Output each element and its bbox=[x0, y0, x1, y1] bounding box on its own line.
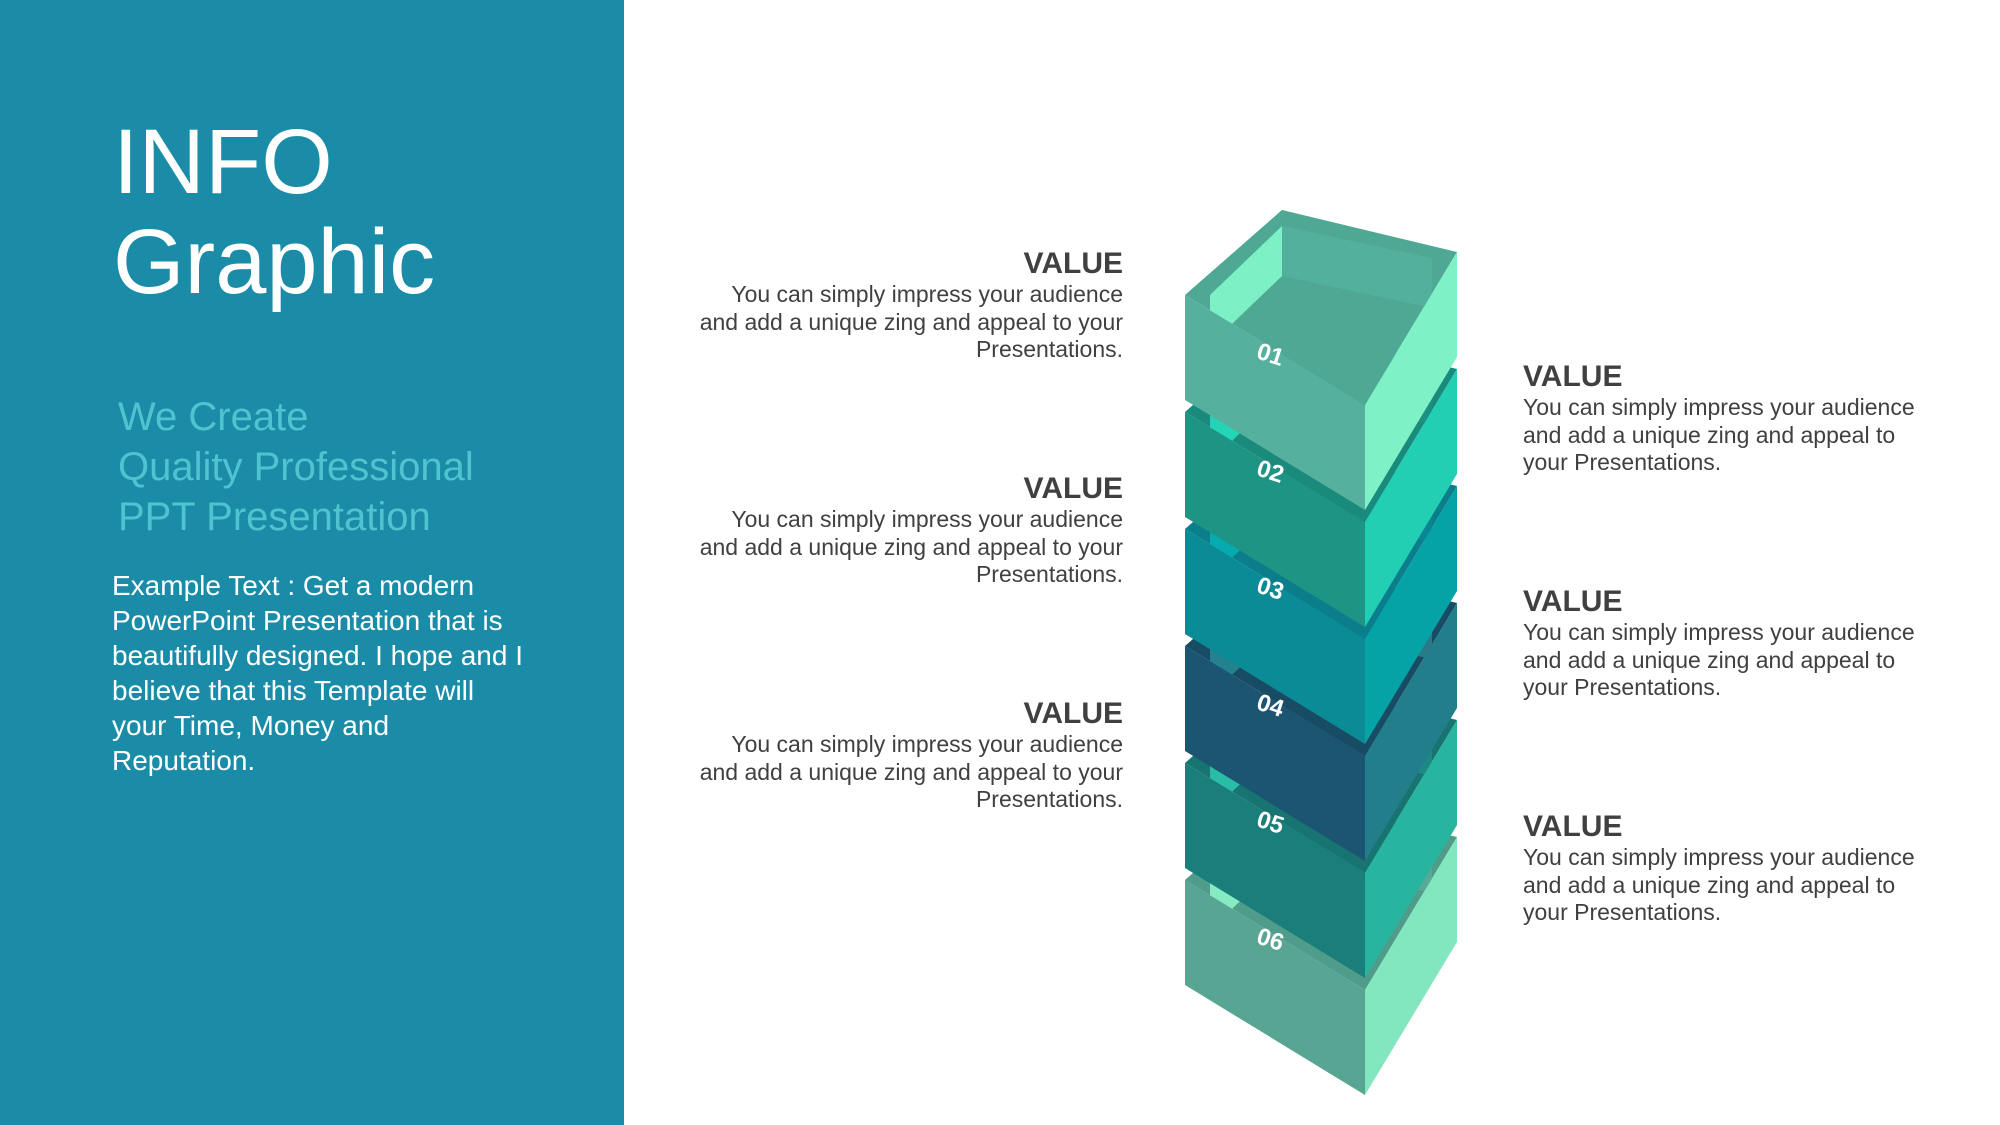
callout-title: VALUE bbox=[1023, 472, 1123, 505]
callout-title: VALUE bbox=[1523, 810, 1623, 843]
callout-title: VALUE bbox=[1523, 360, 1623, 393]
callout-line: You can simply impress your audience bbox=[1523, 394, 1915, 420]
callout-right-2: VALUE You can simply impress your audien… bbox=[1523, 585, 1953, 702]
callout-line: your Presentations. bbox=[1523, 449, 1722, 475]
callout-left-2: VALUE You can simply impress your audien… bbox=[693, 472, 1123, 589]
callout-right-1: VALUE You can simply impress your audien… bbox=[1523, 360, 1953, 477]
callout-line: and add a unique zing and appeal to your bbox=[699, 533, 1123, 560]
tier-side-face bbox=[1365, 603, 1457, 861]
tier-front-face bbox=[1185, 763, 1365, 978]
callout-line: You can simply impress your audience bbox=[731, 506, 1123, 532]
callout-title: VALUE bbox=[1523, 585, 1623, 618]
callout-line: Presentations. bbox=[975, 336, 1123, 362]
tier-inner-back-wall bbox=[1282, 226, 1432, 308]
callout-line: You can simply impress your audience bbox=[1523, 844, 1915, 870]
tier-front-face bbox=[1185, 529, 1365, 744]
subtitle: We Create Quality Professional PPT Prese… bbox=[118, 392, 474, 542]
subtitle-line-2: Quality Professional bbox=[118, 445, 474, 489]
callout-line: You can simply impress your audience bbox=[731, 281, 1123, 307]
main-title: INFO Graphic bbox=[113, 112, 435, 312]
callout-line: and add a unique zing and appeal to bbox=[1523, 871, 1896, 898]
tier-side-face bbox=[1365, 369, 1457, 627]
tier-side-face bbox=[1365, 837, 1457, 1095]
tier-front-face bbox=[1185, 295, 1365, 510]
callout-line: Presentations. bbox=[975, 561, 1123, 587]
callout-title: VALUE bbox=[1023, 697, 1123, 730]
callout-line: You can simply impress your audience bbox=[731, 731, 1123, 757]
callout-line: You can simply impress your audience bbox=[1523, 619, 1915, 645]
tier-front-face bbox=[1185, 880, 1365, 1095]
callout-line: Presentations. bbox=[975, 786, 1123, 812]
callout-left-1: VALUE You can simply impress your audien… bbox=[693, 247, 1123, 364]
callout-line: and add a unique zing and appeal to bbox=[1523, 421, 1896, 448]
tier-inner-left-wall bbox=[1210, 226, 1282, 345]
callout-line: your Presentations. bbox=[1523, 899, 1722, 925]
callout-line: and add a unique zing and appeal to bbox=[1523, 646, 1896, 673]
callout-left-3: VALUE You can simply impress your audien… bbox=[693, 697, 1123, 814]
left-panel: INFO Graphic We Create Quality Professio… bbox=[0, 0, 624, 1125]
callout-line: your Presentations. bbox=[1523, 674, 1722, 700]
body-text: Example Text : Get a modern PowerPoint P… bbox=[112, 570, 523, 776]
tier-01: 01 bbox=[1185, 210, 1457, 510]
subtitle-line-1: We Create bbox=[118, 395, 309, 439]
tier-side-face bbox=[1365, 720, 1457, 978]
tier-side-face bbox=[1365, 252, 1457, 510]
callout-line: and add a unique zing and appeal to your bbox=[699, 758, 1123, 785]
callout-line: and add a unique zing and appeal to your bbox=[699, 308, 1123, 335]
callout-right-3: VALUE You can simply impress your audien… bbox=[1523, 810, 1953, 927]
callout-title: VALUE bbox=[1023, 247, 1123, 280]
tier-front-face bbox=[1185, 412, 1365, 627]
tier-side-face bbox=[1365, 486, 1457, 744]
tier-front-face bbox=[1185, 646, 1365, 861]
title-line-2: Graphic bbox=[113, 211, 436, 313]
subtitle-line-3: PPT Presentation bbox=[118, 495, 431, 539]
title-line-1: INFO bbox=[113, 111, 333, 213]
